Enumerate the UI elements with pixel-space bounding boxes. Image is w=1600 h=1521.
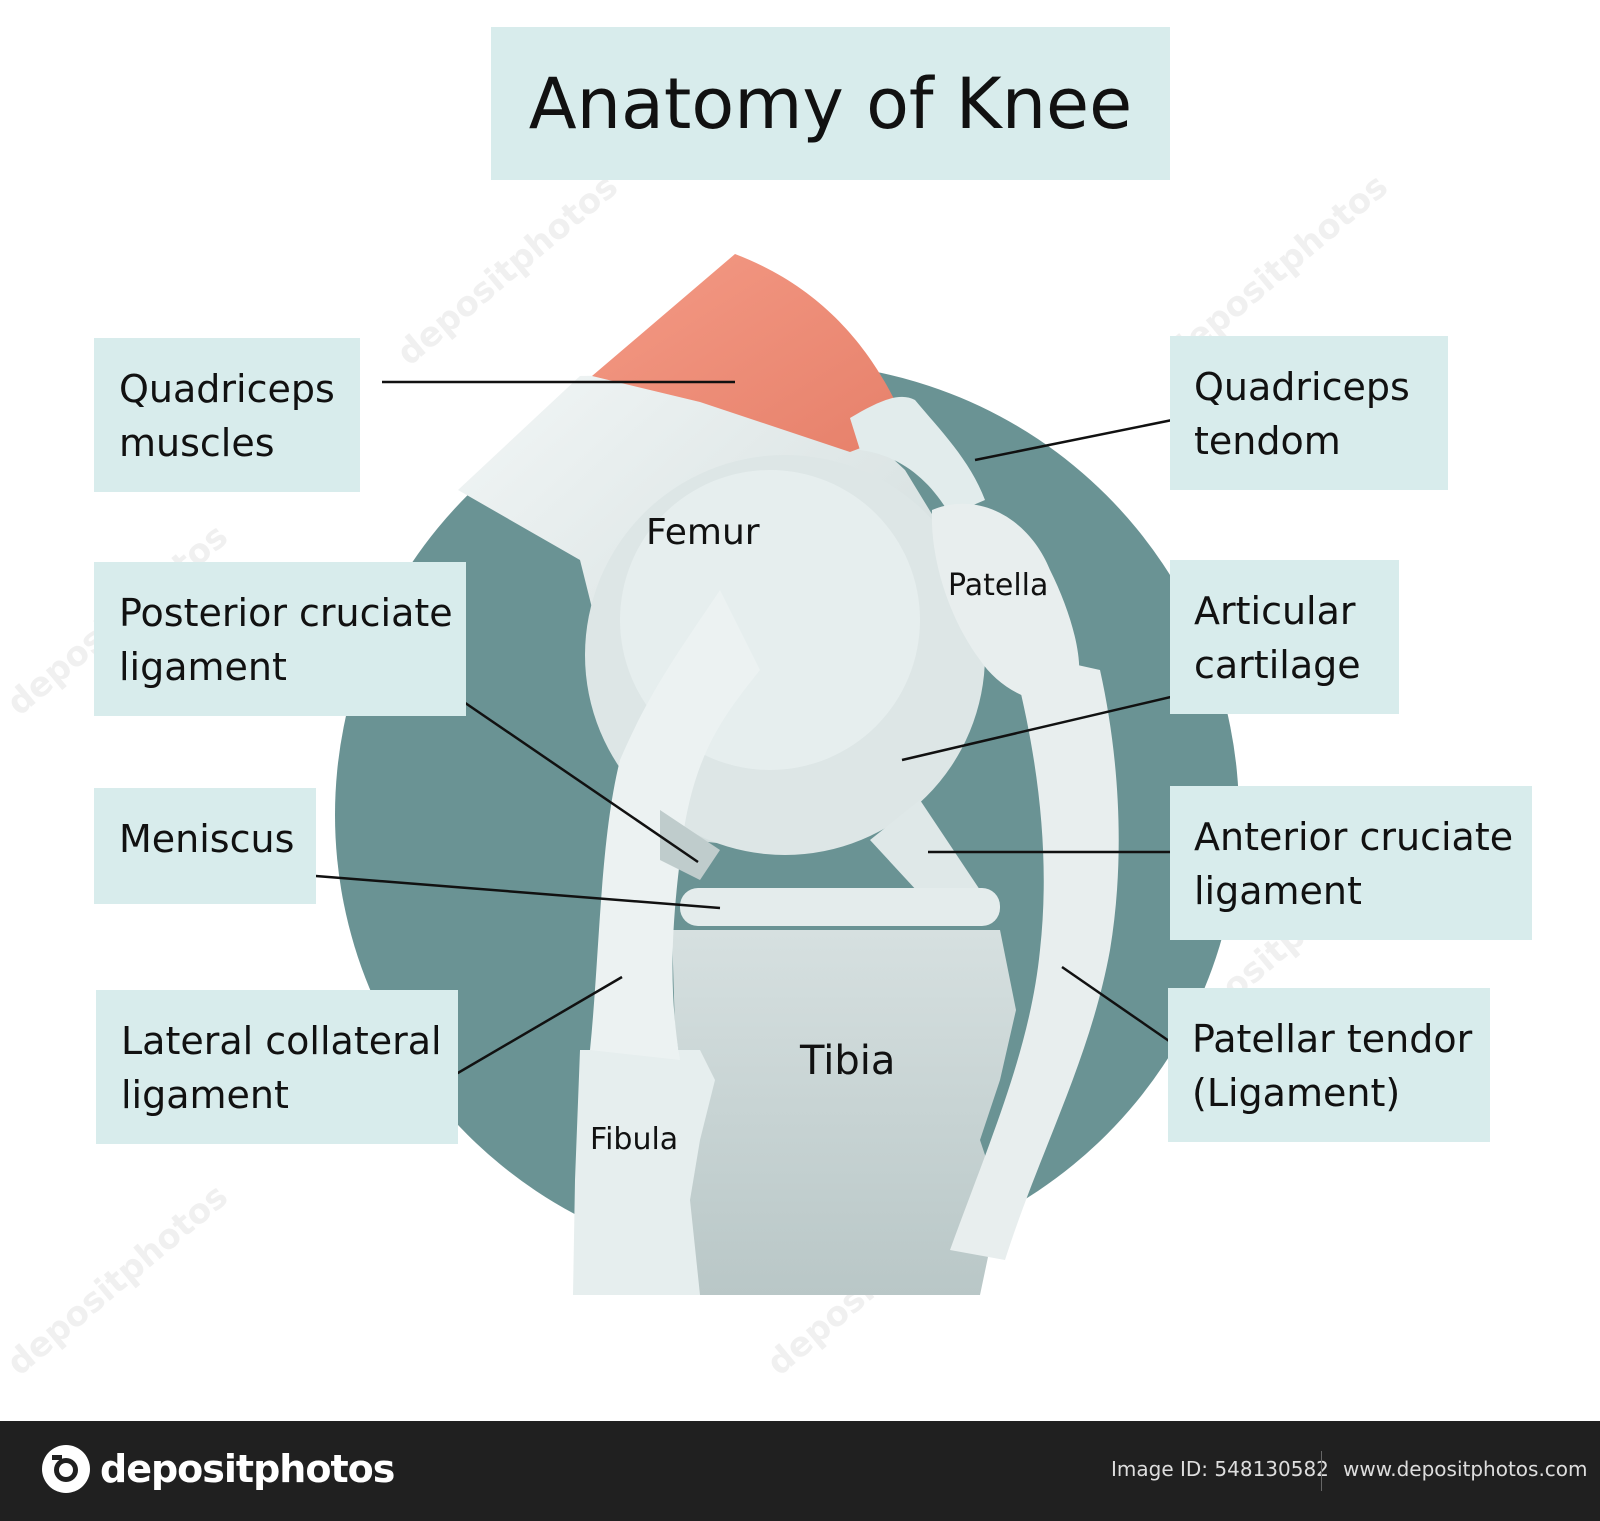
posterior-cruciate-shape <box>660 810 720 880</box>
footer-divider <box>1321 1451 1322 1491</box>
fibula-label: Fibula <box>590 1122 679 1157</box>
patellar-tendon-shape <box>950 650 1119 1260</box>
quadriceps-tendon-callout: Quadriceps tendom <box>1170 336 1448 490</box>
anterior-cruciate-label: Anterior cruciate ligament <box>1194 815 1514 913</box>
brand-name: depositphotos <box>100 1447 395 1491</box>
diagram-title: Anatomy of Knee <box>528 63 1133 145</box>
footer-bar: depositphotos Image ID: 548130582 www.de… <box>0 1421 1600 1521</box>
posterior-cruciate-label: Posterior cruciate ligament <box>119 591 453 689</box>
lateral-collateral-label: Lateral collateral ligament <box>121 1019 442 1117</box>
fibula-shape <box>573 1050 715 1295</box>
patella-label: Patella <box>948 568 1049 603</box>
quadriceps-tendon-shape <box>850 396 985 515</box>
patella-shape <box>931 503 1080 703</box>
quadriceps-muscles-callout: Quadriceps muscles <box>94 338 360 492</box>
quadriceps-tendon-label: Quadriceps tendom <box>1194 365 1410 463</box>
image-id: Image ID: 548130582 <box>1111 1457 1329 1481</box>
quadriceps-muscle-shape <box>592 254 908 452</box>
site-url: www.depositphotos.com <box>1343 1457 1588 1481</box>
anterior-cruciate-callout: Anterior cruciate ligament <box>1170 786 1532 940</box>
patellar-tendon-label: Patellar tendor (Ligament) <box>1192 1017 1473 1115</box>
femur-label: Femur <box>646 512 760 553</box>
articular-cartilage-label: Articular cartilage <box>1194 589 1361 687</box>
camera-logo-icon <box>42 1445 90 1493</box>
quadriceps-muscles-label: Quadriceps muscles <box>119 367 335 465</box>
meniscus-shape <box>680 888 1000 926</box>
lateral-collateral-callout: Lateral collateral ligament <box>96 990 458 1144</box>
tibia-shape <box>672 930 1016 1295</box>
articular-cartilage-callout: Articular cartilage <box>1170 560 1399 714</box>
patellar-tendon-callout: Patellar tendor (Ligament) <box>1168 988 1490 1142</box>
title-box: Anatomy of Knee <box>491 27 1170 180</box>
meniscus-callout: Meniscus <box>94 788 316 904</box>
posterior-cruciate-callout: Posterior cruciate ligament <box>94 562 466 716</box>
knee-illustration <box>277 254 1239 1295</box>
meniscus-label: Meniscus <box>119 817 295 861</box>
tibia-label: Tibia <box>800 1038 896 1084</box>
anterior-cruciate-shape <box>870 800 980 905</box>
